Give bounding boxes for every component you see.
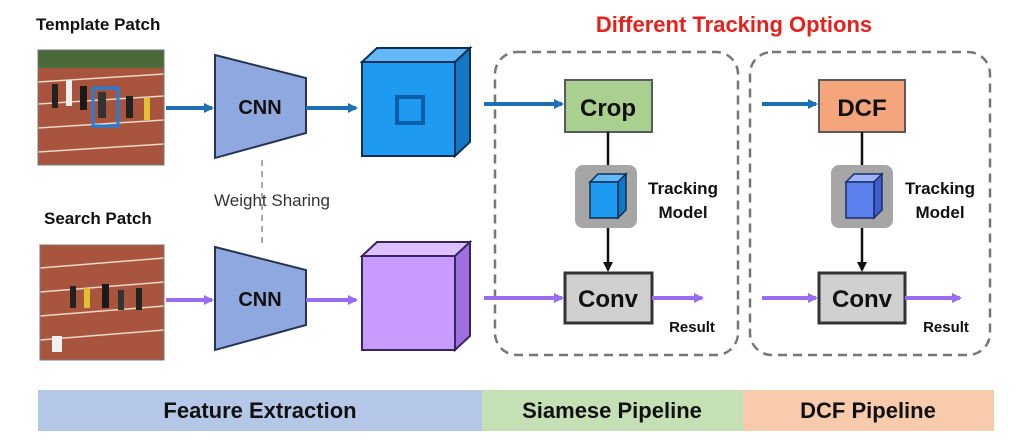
dcf-conv-box: Conv	[817, 271, 907, 325]
dcf-box: DCF	[818, 79, 906, 133]
dcf-tracking-model	[831, 165, 893, 228]
dcf-tracking-label-2: Model	[915, 203, 964, 222]
cnn-top-label: CNN	[238, 97, 281, 119]
siamese-pipeline-label: Siamese Pipeline	[522, 398, 702, 423]
feature-extraction-bar	[38, 390, 482, 431]
dcf-label: DCF	[837, 95, 886, 122]
dcf-conv-label: Conv	[832, 286, 893, 313]
search-patch-label: Search Patch	[44, 209, 152, 228]
dcf-tracking-label-1: Tracking	[905, 179, 975, 198]
dcf-pipeline-bar	[743, 390, 994, 431]
cnn-top: CNN	[214, 53, 307, 160]
siamese-conv-box: Conv	[563, 271, 654, 325]
siamese-tracking-label-2: Model	[658, 203, 707, 222]
cnn-bottom-label: CNN	[238, 289, 281, 311]
template-feature-cube	[359, 45, 473, 159]
template-patch-label: Template Patch	[36, 15, 160, 34]
dcf-pipeline-label: DCF Pipeline	[800, 398, 936, 423]
feature-extraction-label: Feature Extraction	[163, 398, 356, 423]
crop-box: Crop	[564, 79, 653, 133]
crop-label: Crop	[580, 95, 636, 122]
template-patch-image	[37, 49, 165, 166]
siamese-result-label: Result	[669, 319, 715, 336]
siamese-pipeline-box	[493, 50, 740, 357]
siamese-pipeline-bar	[482, 390, 743, 431]
dcf-pipeline-box	[748, 50, 992, 357]
cnn-bottom: CNN	[214, 245, 307, 352]
weight-sharing-label: Weight Sharing	[214, 191, 330, 210]
siamese-tracking-label-1: Tracking	[648, 179, 718, 198]
search-feature-cube	[359, 239, 473, 353]
bottom-bar: Feature Extraction Siamese Pipeline DCF …	[38, 390, 994, 431]
search-patch-image	[39, 244, 165, 361]
diagram-title: Different Tracking Options	[596, 12, 872, 37]
siamese-conv-label: Conv	[578, 286, 639, 313]
dcf-result-label: Result	[923, 319, 969, 336]
siamese-tracking-model	[575, 165, 637, 228]
